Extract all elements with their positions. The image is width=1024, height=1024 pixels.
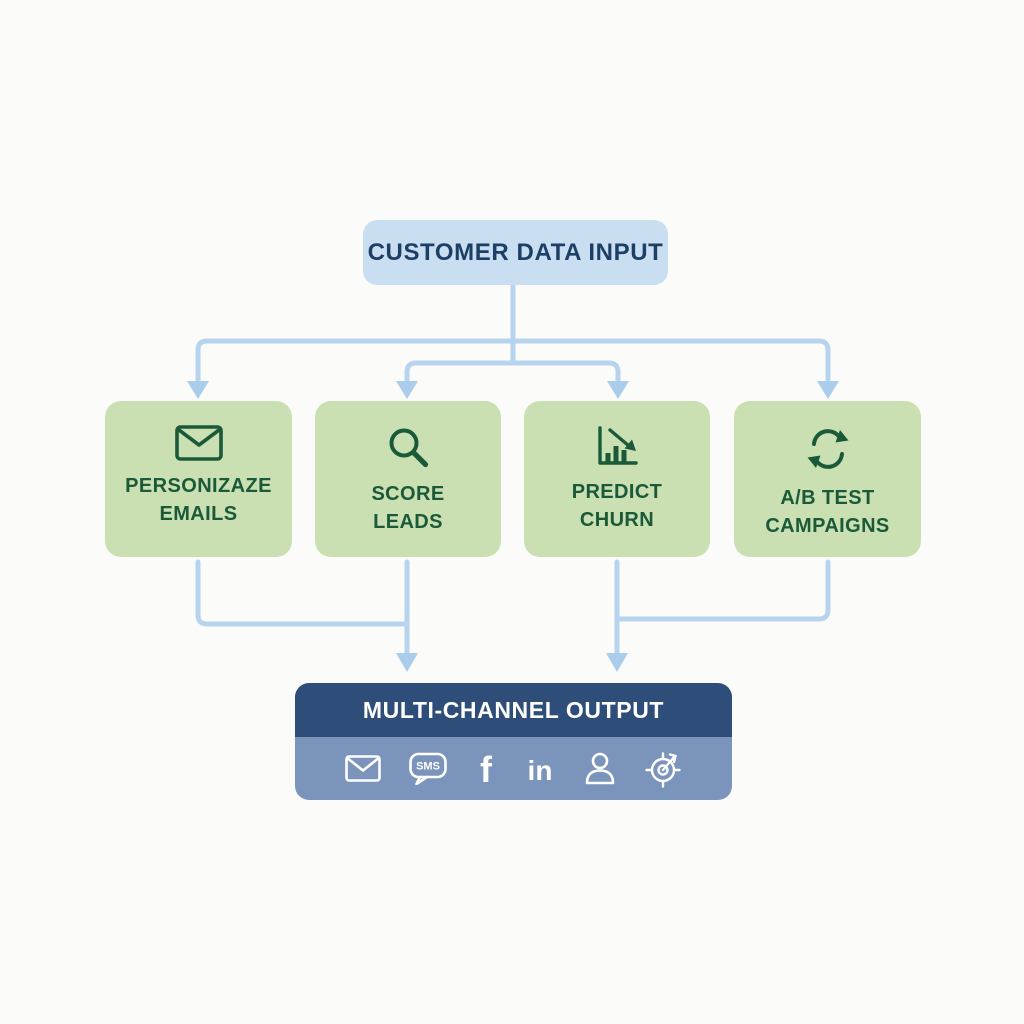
facebook-glyph: f (480, 751, 493, 787)
chart-decline-icon (598, 426, 638, 465)
process-node-label: PERSONIZAZE EMAILS (125, 475, 272, 525)
merge-right-connector (614, 559, 831, 656)
merge-left-connector (195, 559, 410, 656)
process-node-score-leads: SCORE LEADS (315, 401, 501, 557)
output-node-multichannel: MULTI-CHANNEL OUTPUT SMS f in (295, 683, 732, 800)
output-header: MULTI-CHANNEL OUTPUT (295, 683, 732, 737)
email-icon (345, 755, 381, 782)
sms-label: SMS (416, 761, 440, 773)
target-icon (645, 751, 681, 788)
input-node-customer-data: CUSTOMER DATA INPUT (363, 220, 668, 285)
envelope-icon (174, 425, 223, 461)
magnifier-icon (389, 428, 429, 468)
output-title: MULTI-CHANNEL OUTPUT (362, 696, 665, 723)
sms-icon: SMS (409, 752, 447, 785)
process-node-label: SCORE LEADS (371, 483, 445, 533)
narrow-branch-connector (404, 360, 621, 383)
linkedin-glyph: in (528, 755, 553, 786)
process-node-label: A/B TEST CAMPAIGNS (765, 487, 890, 537)
refresh-icon (807, 429, 848, 469)
wide-branch-connector (195, 338, 831, 383)
process-node-personalize-emails: PERSONIZAZE EMAILS (105, 401, 292, 557)
linkedin-icon: in (528, 755, 553, 786)
person-icon (585, 752, 615, 785)
output-channel-row: SMS f in (295, 737, 732, 800)
input-node-label: CUSTOMER DATA INPUT (367, 238, 664, 266)
process-node-label: PREDICT CHURN (571, 481, 663, 531)
process-node-ab-test-campaigns: A/B TEST CAMPAIGNS (734, 401, 921, 557)
facebook-icon: f (480, 751, 493, 787)
process-node-predict-churn: PREDICT CHURN (524, 401, 710, 557)
